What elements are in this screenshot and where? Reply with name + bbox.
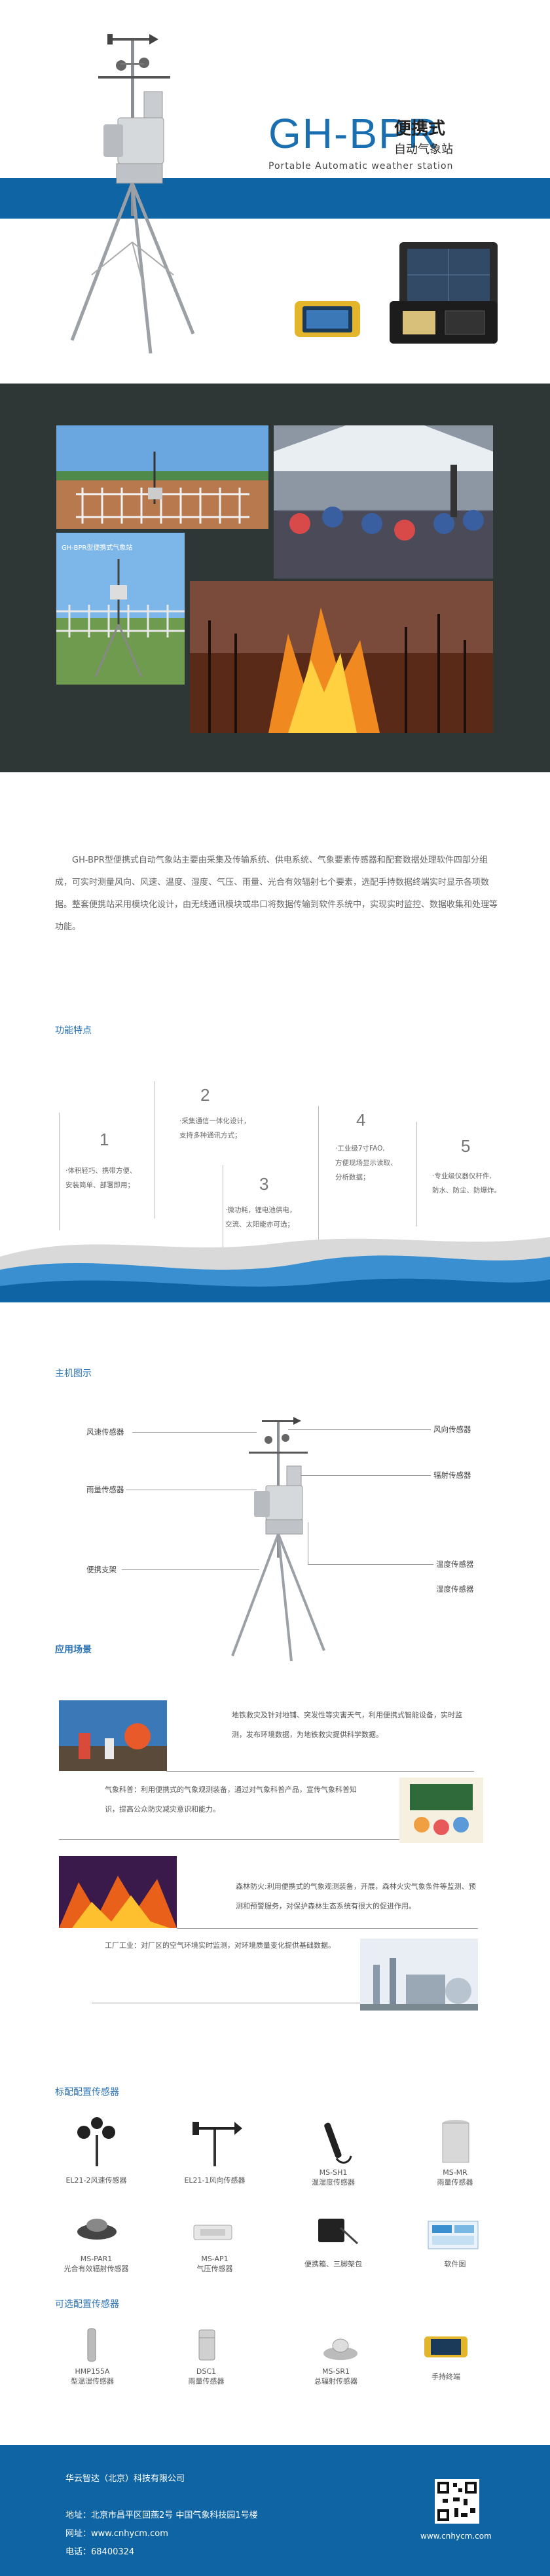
- label-temp: 温度传感器: [436, 1560, 474, 1569]
- leader-radiation: [301, 1475, 431, 1476]
- feature-num-2: 2: [200, 1085, 210, 1105]
- footer-website[interactable]: www.cnhycm.com: [420, 2531, 492, 2541]
- hero-en-subtitle: Portable Automatic weather station: [268, 161, 454, 171]
- weather-station-illustration: [70, 34, 195, 354]
- par-sensor-icon: [77, 2219, 117, 2240]
- app-text-3: 森林防火:利用便携式的气象观测装备，开展，森林火灾气象条件等监测、预测和预警服务…: [236, 1882, 476, 1910]
- feature-num-5: 5: [461, 1136, 471, 1156]
- intro-paragraph: GH-BPR型便携式自动气象站主要由采集及传输系统、供电系统、气象要素传感器和配…: [55, 855, 498, 932]
- standard-title: 标配配置传感器: [55, 2087, 119, 2098]
- carry-case-icon: [318, 2219, 359, 2245]
- feature-text-4: ·工业级7寸FAO,方便现场显示读取、分析数据；: [335, 1145, 397, 1181]
- app-text-4: 工厂工业：对厂区的空气环境实时监测，对环境质量变化提供基础数据。: [105, 1941, 335, 1950]
- hero-band: [0, 178, 550, 219]
- hero-cn-title: 便携式: [394, 119, 446, 139]
- leader-wind-speed: [132, 1432, 257, 1433]
- leader-temp: [308, 1564, 433, 1565]
- photo-fenced-station: [56, 425, 268, 529]
- diagram-title: 主机图示: [55, 1368, 92, 1379]
- app-image-disaster: [59, 1700, 167, 1771]
- station-diagram: [231, 1417, 325, 1662]
- photo-station-caption: GH-BPR型便携式气象站: [56, 533, 185, 685]
- hmp155a-sensor-icon: [87, 2328, 96, 2362]
- opt-cap-4: 手持终端: [431, 2372, 460, 2381]
- photo-forest-fire: [190, 581, 493, 733]
- feature-text-2: ·采集通信一体化设计，支持多种通讯方式；: [179, 1117, 251, 1139]
- app-text-1: 地铁救灾及针对地铺、突发性等灾害天气，利用便携式智能设备，实时监测，发布环境数据…: [232, 1711, 462, 1739]
- optional-title: 可选配置传感器: [55, 2299, 119, 2310]
- label-wind-dir: 风向传感器: [433, 1425, 471, 1434]
- footer-address: 地址：北京市昌平区回燕2号 中国气象科技园1号楼: [65, 2511, 258, 2520]
- footer-website-line[interactable]: 网址：www.cnhycm.com: [65, 2529, 168, 2539]
- wave-decoration: [0, 1237, 550, 1302]
- label-humidity: 湿度传感器: [436, 1584, 474, 1594]
- leader-wind-dir: [288, 1429, 431, 1430]
- label-rain: 雨量传感器: [86, 1485, 124, 1494]
- wind-speed-sensor-icon: [77, 2117, 115, 2166]
- hero-model-title: GH-BPR: [268, 110, 439, 157]
- app-image-education: [399, 1778, 483, 1843]
- app-image-forest-fire: [59, 1856, 177, 1928]
- app-text-2: 气象科普：利用便携式的气象观测装备，通过对气象科普产品，宣传气象科普知识，提高公…: [105, 1785, 357, 1814]
- feature-num-1: 1: [100, 1130, 109, 1149]
- feature-text-1: ·体积轻巧、携带方便、安装简单、部署即用；: [65, 1167, 137, 1189]
- app-rule-2: [59, 1839, 399, 1840]
- std-cap-1: EL21-2风速传感器: [65, 2176, 127, 2185]
- feature-num-3: 3: [259, 1174, 269, 1194]
- std-cap-7: 便携箱、三脚架包: [304, 2260, 362, 2268]
- wind-direction-sensor-icon: [192, 2122, 242, 2166]
- pressure-sensor-icon: [193, 2225, 232, 2240]
- footer: 华云智达（北京）科技有限公司 地址：北京市昌平区回燕2号 中国气象科技园1号楼 …: [0, 2445, 550, 2576]
- photo-caption: GH-BPR型便携式气象站: [62, 545, 133, 552]
- app-rule-3: [177, 1928, 478, 1929]
- app-rule-1: [166, 1771, 474, 1772]
- footer-phone: 电话：68400324: [65, 2547, 135, 2557]
- dsc1-rain-sensor-icon: [198, 2329, 215, 2361]
- features-title: 功能特点: [55, 1026, 92, 1036]
- footer-company: 华云智达（北京）科技有限公司: [65, 2474, 185, 2484]
- leader-tripod: [122, 1569, 259, 1570]
- label-wind-speed: 风速传感器: [86, 1427, 124, 1437]
- feature-line-5: [416, 1122, 417, 1226]
- humidity-sensor-icon: [324, 2122, 352, 2164]
- qr-code-icon[interactable]: [435, 2479, 479, 2524]
- rain-gauge-icon: [442, 2120, 469, 2163]
- label-radiation: 辐射传感器: [433, 1471, 471, 1480]
- equipment-case-illustration: [295, 242, 498, 344]
- label-tripod: 便携支架: [86, 1565, 117, 1574]
- software-screenshot-icon: [428, 2221, 479, 2249]
- feature-line-1: [59, 1113, 60, 1230]
- hero-cn-subtitle: 自动气象站: [394, 143, 453, 156]
- std-cap-2: EL21-1风向传感器: [184, 2176, 246, 2185]
- handheld-terminal-icon: [424, 2336, 468, 2357]
- std-cap-8: 软件图: [444, 2260, 466, 2268]
- feature-num-4: 4: [356, 1110, 366, 1130]
- applications-title: 应用场景: [55, 1645, 92, 1655]
- feature-line-4: [318, 1106, 319, 1250]
- photo-crowd-demo: [274, 425, 493, 579]
- ms-sr1-sensor-icon: [323, 2338, 358, 2360]
- feature-text-5: ·专业级仪器仪杆件,防水、防尘、防爆炸。: [432, 1172, 501, 1194]
- feature-text-3: ·微功耗，锂电池供电，交流、太阳能亦可选；: [225, 1206, 297, 1228]
- app-image-factory: [360, 1939, 478, 2011]
- photo-gallery: GH-BPR型便携式气象站: [0, 384, 550, 772]
